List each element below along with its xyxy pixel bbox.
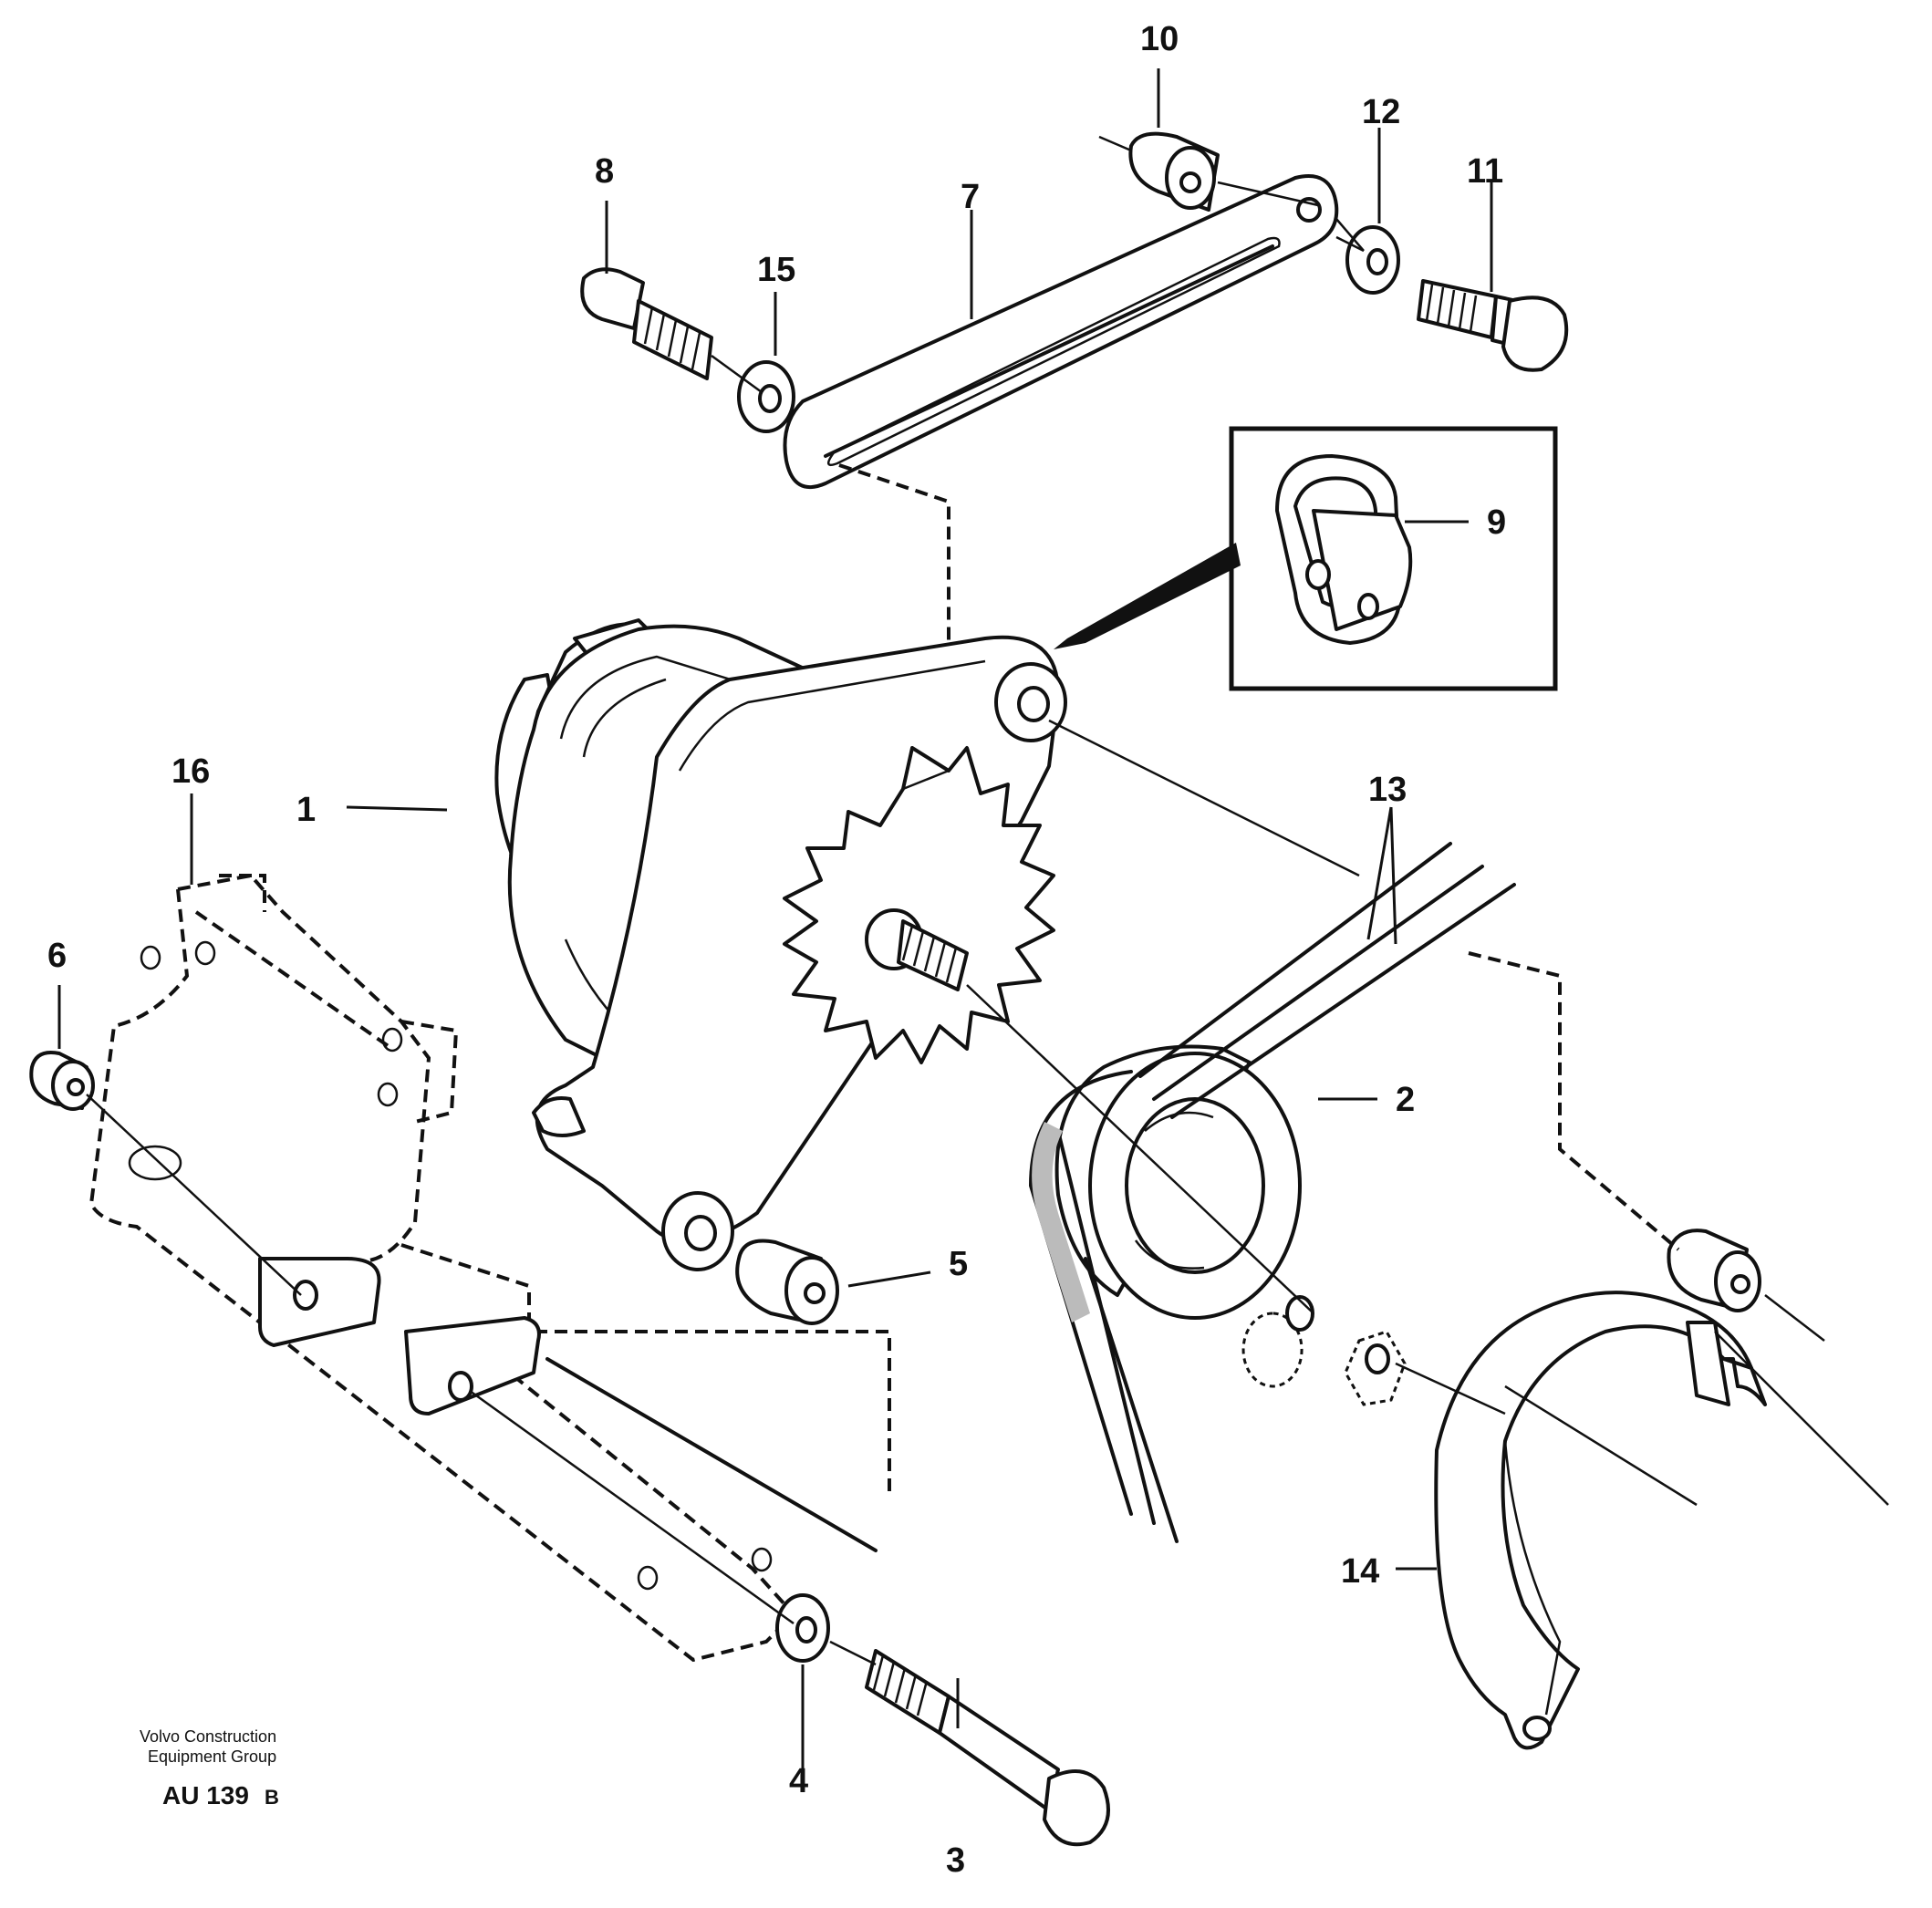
callout-5: 5 [949, 1245, 968, 1283]
callout-15: 15 [757, 251, 795, 289]
lower-mounting-bracket [88, 873, 891, 1663]
belt-guard [1434, 1291, 1767, 1750]
leader-lines [57, 68, 1493, 1774]
bolt-bottom [865, 1649, 1110, 1847]
nut-left [29, 1051, 95, 1111]
callout-7: 7 [961, 178, 980, 216]
document-id: AU 139 [162, 1781, 249, 1809]
washer-top-left [737, 360, 795, 433]
credit-line-1: Volvo Construction [140, 1727, 276, 1746]
callout-14: 14 [1341, 1552, 1379, 1591]
callout-12: 12 [1362, 93, 1400, 131]
alternator [494, 618, 1067, 1271]
v-belt [1029, 842, 1516, 1543]
dashed-connection-bracket [838, 463, 950, 657]
callout-3: 3 [946, 1841, 965, 1880]
detail-inset-box [1229, 426, 1558, 691]
callout-13: 13 [1368, 771, 1407, 809]
bolt-top-right [1335, 235, 1569, 372]
inset-pointer-arrow [1054, 543, 1241, 649]
callout-16: 16 [171, 752, 210, 791]
spacer-sleeve [1098, 131, 1220, 212]
bolt-top-left [580, 267, 713, 380]
callout-11: 11 [1467, 152, 1503, 191]
pulley-washer-nut [1241, 1295, 1407, 1406]
callout-2: 2 [1396, 1081, 1415, 1119]
callout-6: 6 [47, 937, 67, 975]
callout-9: 9 [1487, 503, 1506, 542]
tension-bracket [783, 174, 1339, 489]
callout-8: 8 [595, 152, 614, 191]
washer-top-right [1345, 225, 1400, 295]
washer-bottom [775, 1593, 830, 1663]
spacer-bottom [735, 1239, 839, 1325]
credit-line-2: Equipment Group [148, 1747, 276, 1766]
document-id-suffix: B [265, 1786, 279, 1809]
callout-4: 4 [789, 1762, 808, 1800]
callout-10: 10 [1140, 20, 1179, 58]
callout-1: 1 [296, 791, 316, 829]
assembly-axis-lines [86, 181, 1889, 1666]
guard-spacer [1667, 1229, 1761, 1312]
